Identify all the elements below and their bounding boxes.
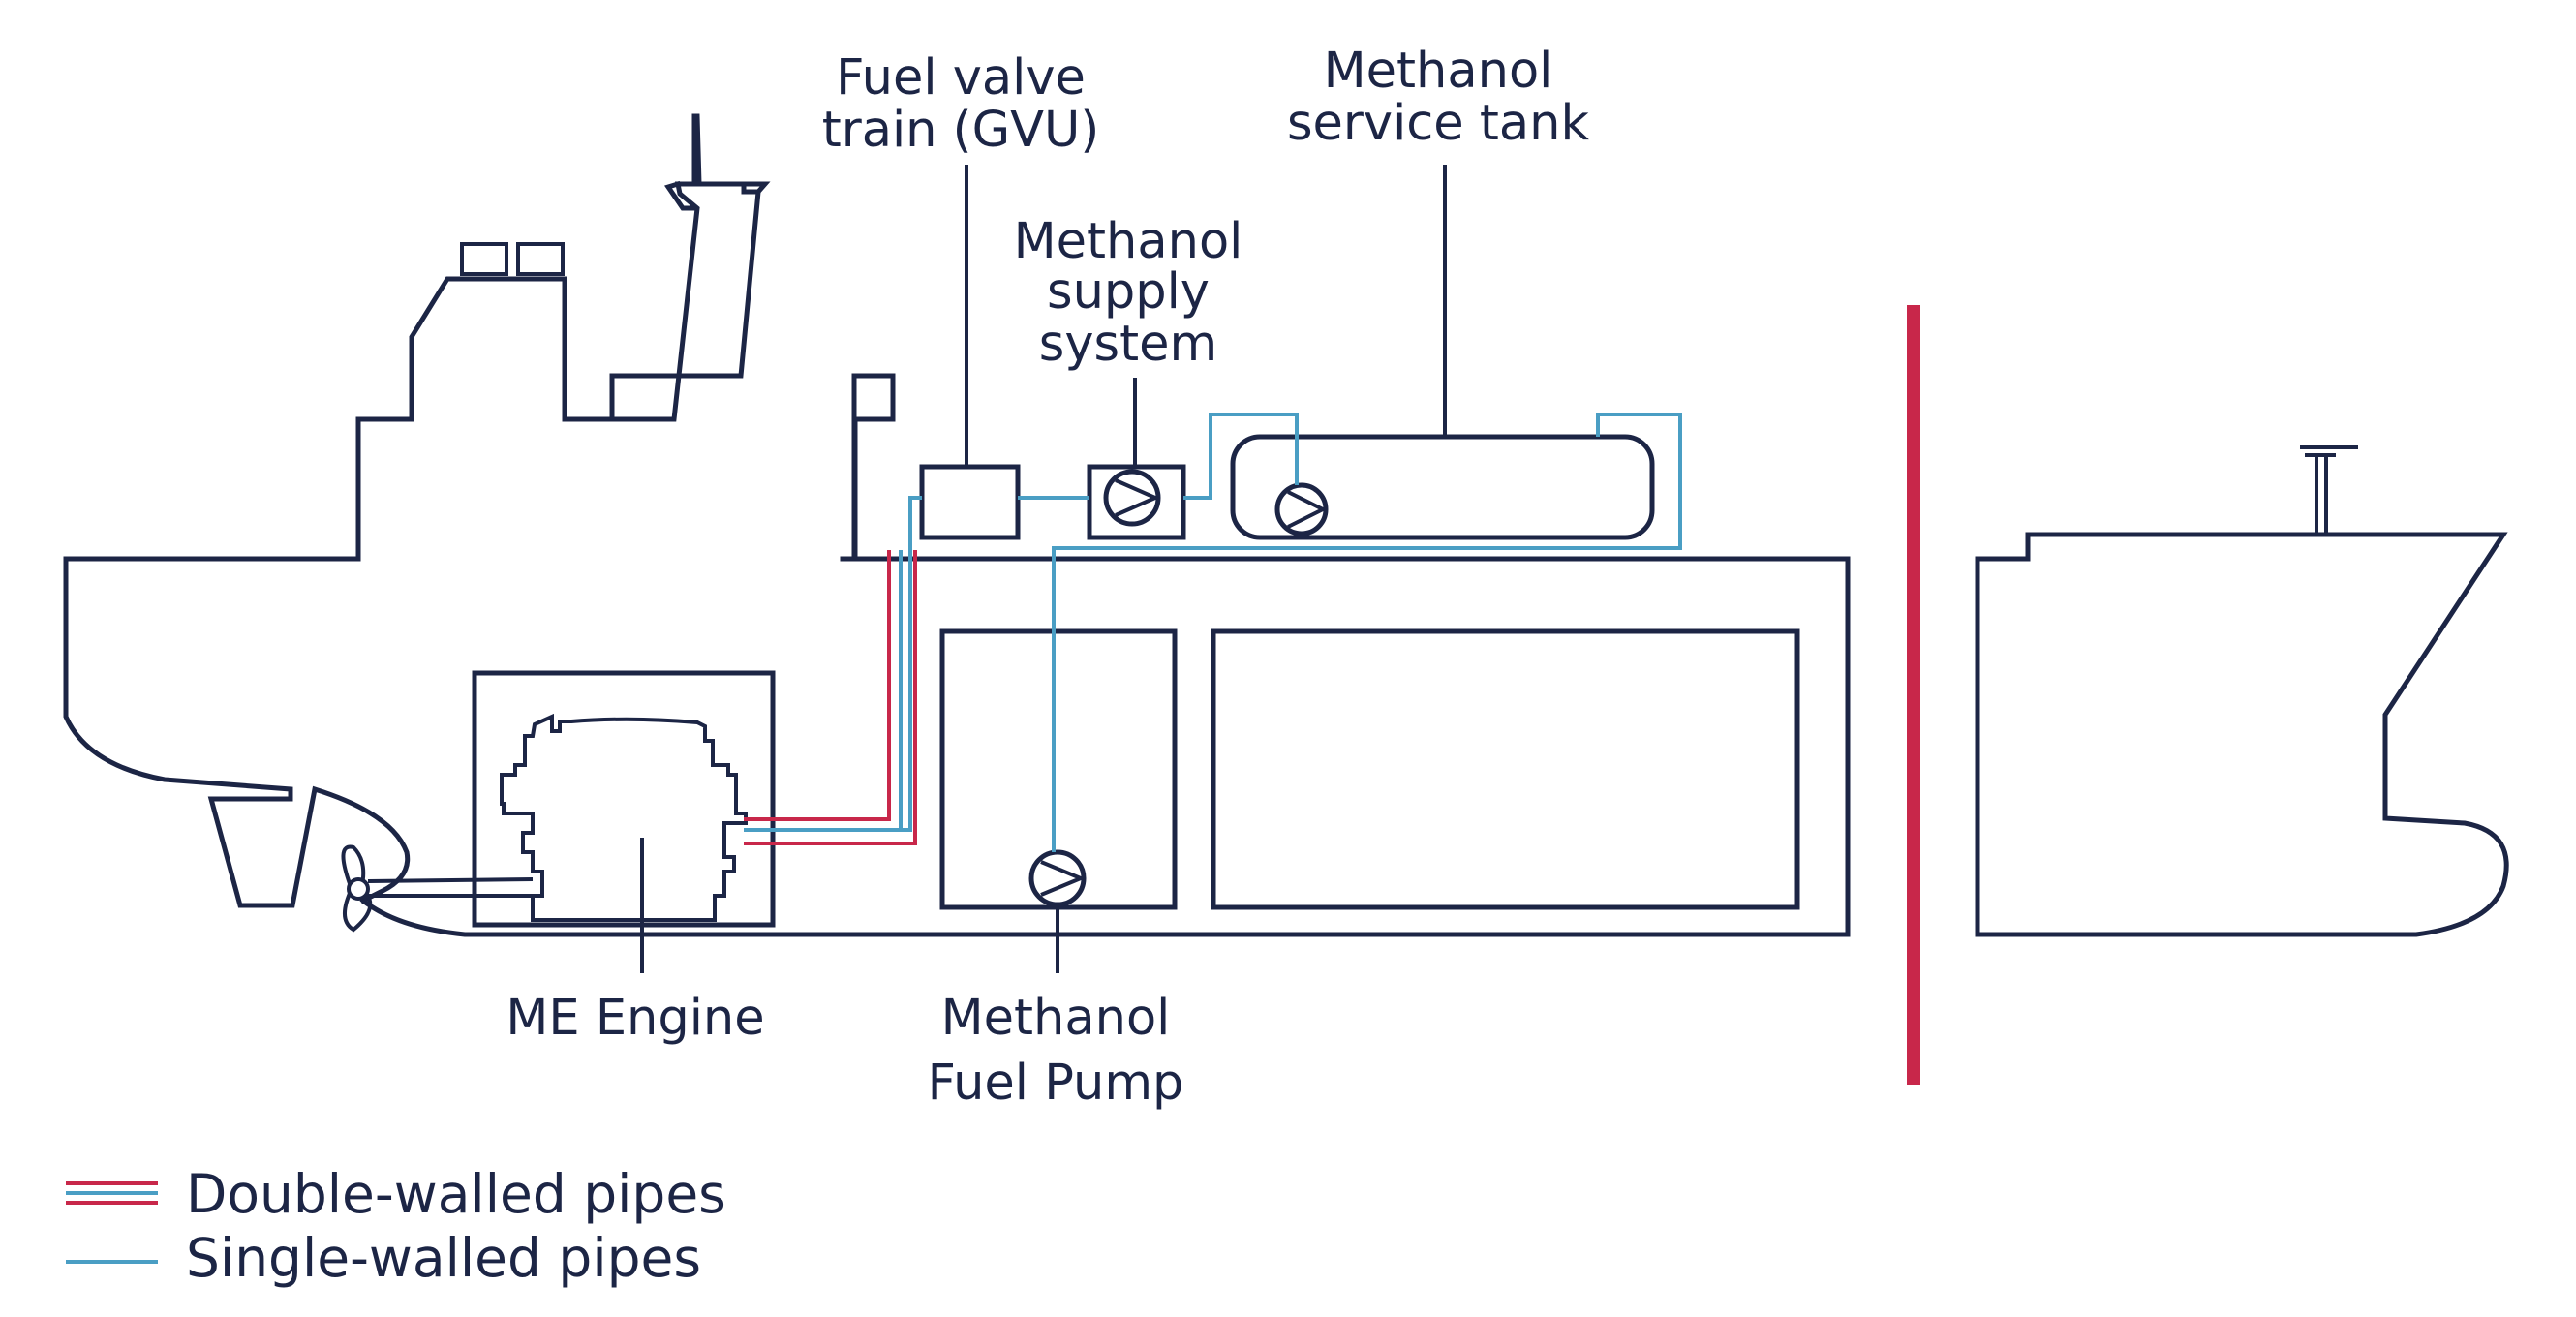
double-pipe-outer-1: [744, 550, 891, 821]
label-supply-line2: supply: [1047, 263, 1210, 321]
mast-outline: [664, 113, 771, 211]
fuel-pump-symbol: [1040, 860, 1087, 897]
legend: Double-walled pipes Single-walled pipes: [66, 1163, 726, 1289]
bow-mast: [2300, 445, 2358, 535]
double-walled-pipes: [744, 550, 917, 845]
label-gvu-line1: Fuel valve: [836, 49, 1086, 107]
stern-hull-outline: [63, 181, 1851, 937]
pipe-tank-to-supply: [1183, 413, 1299, 500]
propeller-shaft-top: [367, 877, 534, 883]
label-service-tank-line2: service tank: [1287, 95, 1589, 152]
label-gvu-line2: train (GVU): [822, 102, 1099, 159]
label-supply-line3: system: [1039, 316, 1217, 373]
label-service-tank-line1: Methanol: [1324, 43, 1553, 100]
cargo-hold-2: [1211, 628, 1800, 910]
double-pipe-outer-2: [744, 550, 917, 845]
me-engine-shape: [500, 713, 748, 922]
legend-double-walled-swatch: [66, 1181, 158, 1205]
supply-system-box: [1087, 464, 1186, 540]
pipe-tank-return: [1052, 413, 1682, 852]
label-fuel-pump-line2: Fuel Pump: [928, 1055, 1184, 1112]
tank-pump-symbol: [1287, 490, 1328, 529]
bow-hull-outline: [1975, 532, 2509, 937]
legend-double-walled-label: Double-walled pipes: [186, 1163, 726, 1225]
label-fuel-pump-line1: Methanol: [941, 990, 1171, 1047]
supply-pump-symbol: [1115, 478, 1160, 517]
legend-single-walled-label: Single-walled pipes: [186, 1227, 701, 1289]
funnel-window-1: [460, 242, 508, 276]
funnel-window-2: [516, 242, 565, 276]
tank-pump-icon: [1274, 482, 1329, 536]
propeller-hub: [347, 877, 370, 901]
gvu-box: [919, 464, 1021, 540]
supply-pump-icon: [1103, 469, 1161, 527]
service-tank: [1230, 434, 1655, 540]
label-supply-line1: Methanol: [1014, 213, 1243, 270]
label-me-engine: ME Engine: [506, 990, 764, 1047]
engine-room-box: [472, 670, 776, 928]
double-pipe-inner: [744, 550, 903, 832]
